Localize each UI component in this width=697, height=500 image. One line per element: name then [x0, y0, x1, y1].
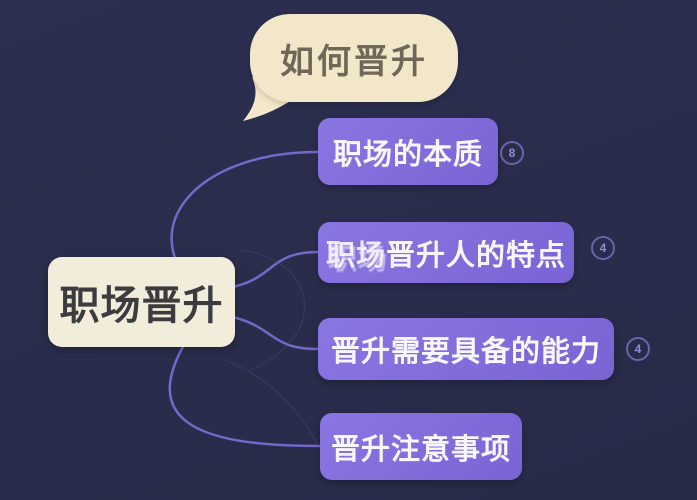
collapse-badge[interactable]: 8 — [500, 141, 524, 165]
branch-node-workplace-essence[interactable]: 职场的本质 — [318, 118, 498, 185]
connector-branch-3 — [226, 314, 320, 351]
branch-node-label: 晋升注意事项 — [330, 433, 511, 466]
branch-node-required-abilities[interactable]: 晋升需要具备的能力 — [318, 318, 614, 380]
branch-node-promotion-notes[interactable]: 晋升注意事项 — [320, 413, 522, 480]
decorative-line — [239, 249, 305, 371]
branch-node-label: 职场的本质 — [332, 138, 483, 171]
topic-bubble-label: 如何晋升 — [280, 42, 428, 81]
collapse-badge[interactable]: 4 — [591, 236, 615, 260]
branch-node-label: 晋升需要具备的能力 — [330, 336, 601, 368]
root-node-career-promotion[interactable]: 职场晋升 — [48, 257, 235, 347]
connector-branch-4 — [168, 330, 322, 448]
badge-count: 4 — [634, 342, 642, 356]
topic-bubble-how-to-promote[interactable]: 如何晋升 — [250, 14, 458, 102]
badge-count: 8 — [508, 146, 516, 160]
decorative-line — [224, 359, 333, 476]
branch-node-promoted-people-traits[interactable]: 职场职场晋升人的特点 — [318, 222, 574, 283]
connector-branch-2 — [226, 250, 320, 290]
garbled-overlay-text: 职场职场 — [325, 239, 388, 276]
branch-node-label: 职场职场晋升人的特点 — [325, 232, 566, 276]
badge-count: 4 — [599, 241, 607, 255]
collapse-badge[interactable]: 4 — [626, 337, 650, 361]
root-node-label: 职场晋升 — [59, 284, 224, 328]
